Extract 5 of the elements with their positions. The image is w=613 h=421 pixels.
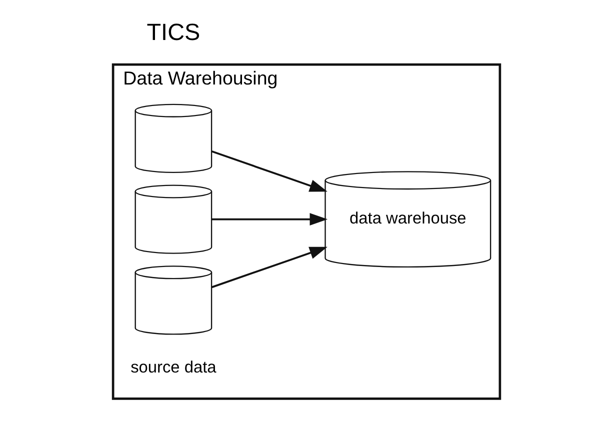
arrow [212,150,328,192]
arrow [212,246,328,288]
arrow [212,213,328,226]
label: TICS [146,18,200,45]
label: source data [130,358,216,377]
